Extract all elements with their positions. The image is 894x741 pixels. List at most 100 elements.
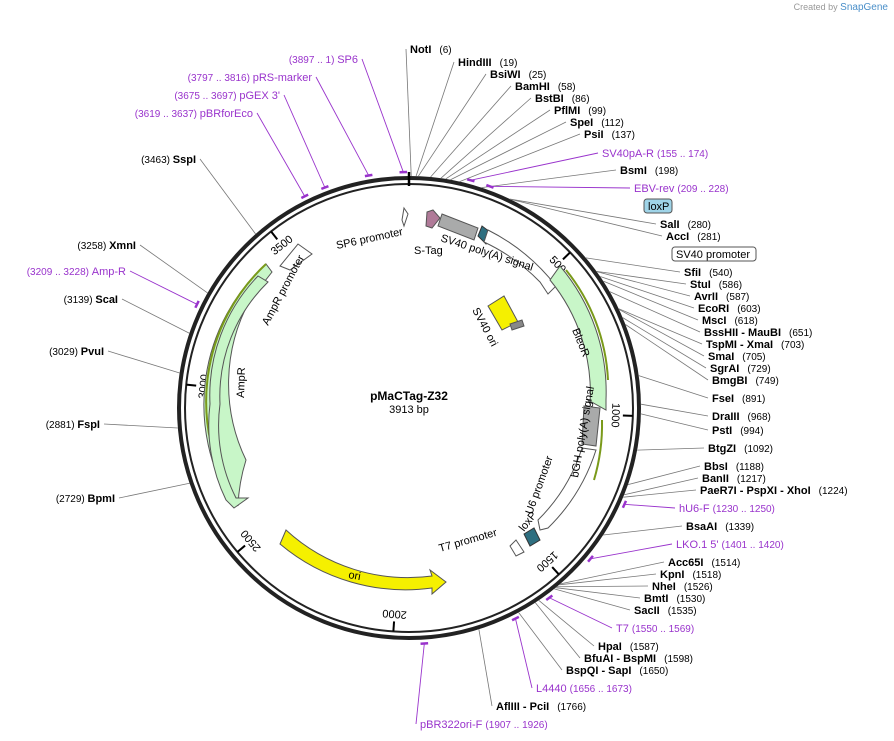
enzyme-leader (509, 198, 657, 225)
primer-leader (549, 597, 613, 629)
enzyme-leader (121, 298, 190, 334)
enzyme-leader (478, 629, 493, 707)
enzyme-leader (638, 375, 709, 399)
enzyme-site: TspMI - XmaI(703) (706, 339, 804, 351)
enzyme-site: (3139) ScaI (64, 294, 118, 306)
bgh-stripe (593, 419, 604, 481)
enzyme-site: SalI(280) (660, 219, 711, 231)
primer-label: EBV-rev (209 .. 228) (634, 183, 729, 195)
enzyme-leader (640, 403, 709, 417)
enzyme-leader (560, 561, 665, 585)
label-t7-promoter: T7 promoter (438, 527, 499, 555)
snapgene-logo: SnapGene (840, 2, 888, 13)
enzyme-leader (596, 271, 691, 297)
tick-label: 2500 (239, 527, 264, 553)
primer-leader (361, 58, 404, 173)
enzyme-site: AccI(281) (666, 231, 721, 243)
primer-label: (3897 .. 1) SP6 (289, 54, 358, 66)
enzyme-site: (3029) PvuI (49, 346, 104, 358)
primer-leader (624, 503, 676, 509)
enzyme-site: NotI(6) (410, 44, 452, 56)
primer-label: hU6-F (1230 .. 1250) (679, 503, 775, 515)
feature-arrows (203, 206, 609, 596)
enzyme-leader (445, 109, 551, 180)
tick-mark (551, 566, 560, 576)
primer-site-marker (485, 183, 494, 189)
primer-label: (3675 .. 3697) pGEX 3' (174, 90, 280, 102)
sv40-polya-arrow (437, 213, 479, 241)
enzyme-site: BmgBI(749) (712, 375, 779, 387)
tick-mark (392, 621, 396, 632)
primer-leader (283, 94, 326, 188)
enzyme-site: BspQI - SapI(1650) (566, 665, 668, 677)
primer-label: (3619 .. 3637) pBRforEco (135, 108, 253, 120)
enzyme-site: SmaI(705) (708, 351, 766, 363)
enzyme-leader (481, 169, 617, 189)
sv40-promoter-box-label: SV40 promoter (671, 246, 757, 262)
primer-site-marker (511, 615, 520, 622)
label-s-tag: S-Tag (414, 245, 443, 257)
enzyme-site: (3258) XmnI (77, 240, 136, 252)
enzyme-leader (510, 198, 663, 237)
ampr-arrow-outer (203, 263, 273, 507)
primer-leader (515, 618, 533, 689)
enzyme-leader (618, 308, 703, 345)
plasmid-size: 3913 bp (389, 404, 429, 416)
enzyme-site: PflMI(99) (554, 105, 606, 117)
enzyme-leader (554, 588, 631, 611)
primer-site-marker (587, 555, 594, 563)
enzyme-leader (459, 133, 581, 182)
enzyme-site: NheI(1526) (652, 581, 713, 593)
enzyme-leader (107, 350, 180, 374)
enzyme-leader (103, 423, 178, 429)
enzyme-leader (623, 489, 697, 498)
enzyme-leader (534, 602, 581, 659)
enzyme-site: BssHII - MauBI(651) (704, 327, 812, 339)
plasmid-name: pMaCTag-Z32 (370, 389, 448, 403)
ampr-promoter-arrow (279, 243, 313, 271)
primer-leader (415, 643, 425, 725)
enzyme-site: PaeR7I - PspXI - XhoI(1224) (700, 485, 848, 497)
enzyme-site: BtgZI(1092) (708, 443, 773, 455)
enzyme-leader (627, 465, 701, 486)
enzyme-site: PstI(994) (712, 425, 764, 437)
primer-label: T7 (1550 .. 1569) (616, 623, 694, 635)
primer-label: (3209 .. 3228) Amp-R (27, 266, 126, 278)
loxp-box-label: loxP (643, 198, 673, 214)
enzyme-leader (555, 587, 641, 599)
enzyme-site: FseI(891) (712, 393, 765, 405)
enzyme-leader (585, 257, 681, 273)
enzyme-leader (538, 600, 595, 647)
enzyme-site: SfiI(540) (684, 267, 732, 279)
primer-site-marker (194, 300, 200, 309)
enzyme-leader (440, 97, 532, 179)
primer-leader (590, 543, 673, 560)
tick-mark (562, 251, 571, 261)
ori-arrow (279, 529, 447, 596)
enzyme-site: (2729) BpmI (56, 493, 115, 505)
primer-label: SV40pA-R (155 .. 174) (602, 148, 708, 160)
enzyme-site: BfuAI - BspMI(1598) (584, 653, 693, 665)
enzyme-site: BstBI(86) (535, 93, 590, 105)
sv40-promoter-arrow (483, 229, 557, 295)
enzyme-leader (518, 612, 563, 671)
enzyme-site: DraIII(968) (712, 411, 771, 423)
bleor-arrow (549, 265, 607, 411)
primer-site-marker (545, 594, 554, 601)
bgh-polya-arrow (581, 405, 601, 447)
enzyme-site: Acc65I(1514) (668, 557, 740, 569)
enzyme-site: PsiI(137) (584, 129, 635, 141)
enzyme-site: SgrAI(729) (710, 363, 771, 375)
primer-leader (470, 152, 599, 181)
enzyme-site: AflIII - PciI(1766) (496, 701, 586, 713)
t7-promoter-arrow (509, 539, 525, 557)
enzyme-leader (450, 121, 567, 181)
tick-label: 1000 (609, 403, 622, 428)
enzyme-leader (199, 158, 256, 235)
label-ori: ori (347, 569, 361, 583)
ampr-arrow (208, 275, 269, 509)
svg-text:loxP: loxP (648, 201, 669, 213)
primer-site-marker (300, 193, 309, 200)
enzyme-site: BamHI(58) (515, 81, 576, 93)
